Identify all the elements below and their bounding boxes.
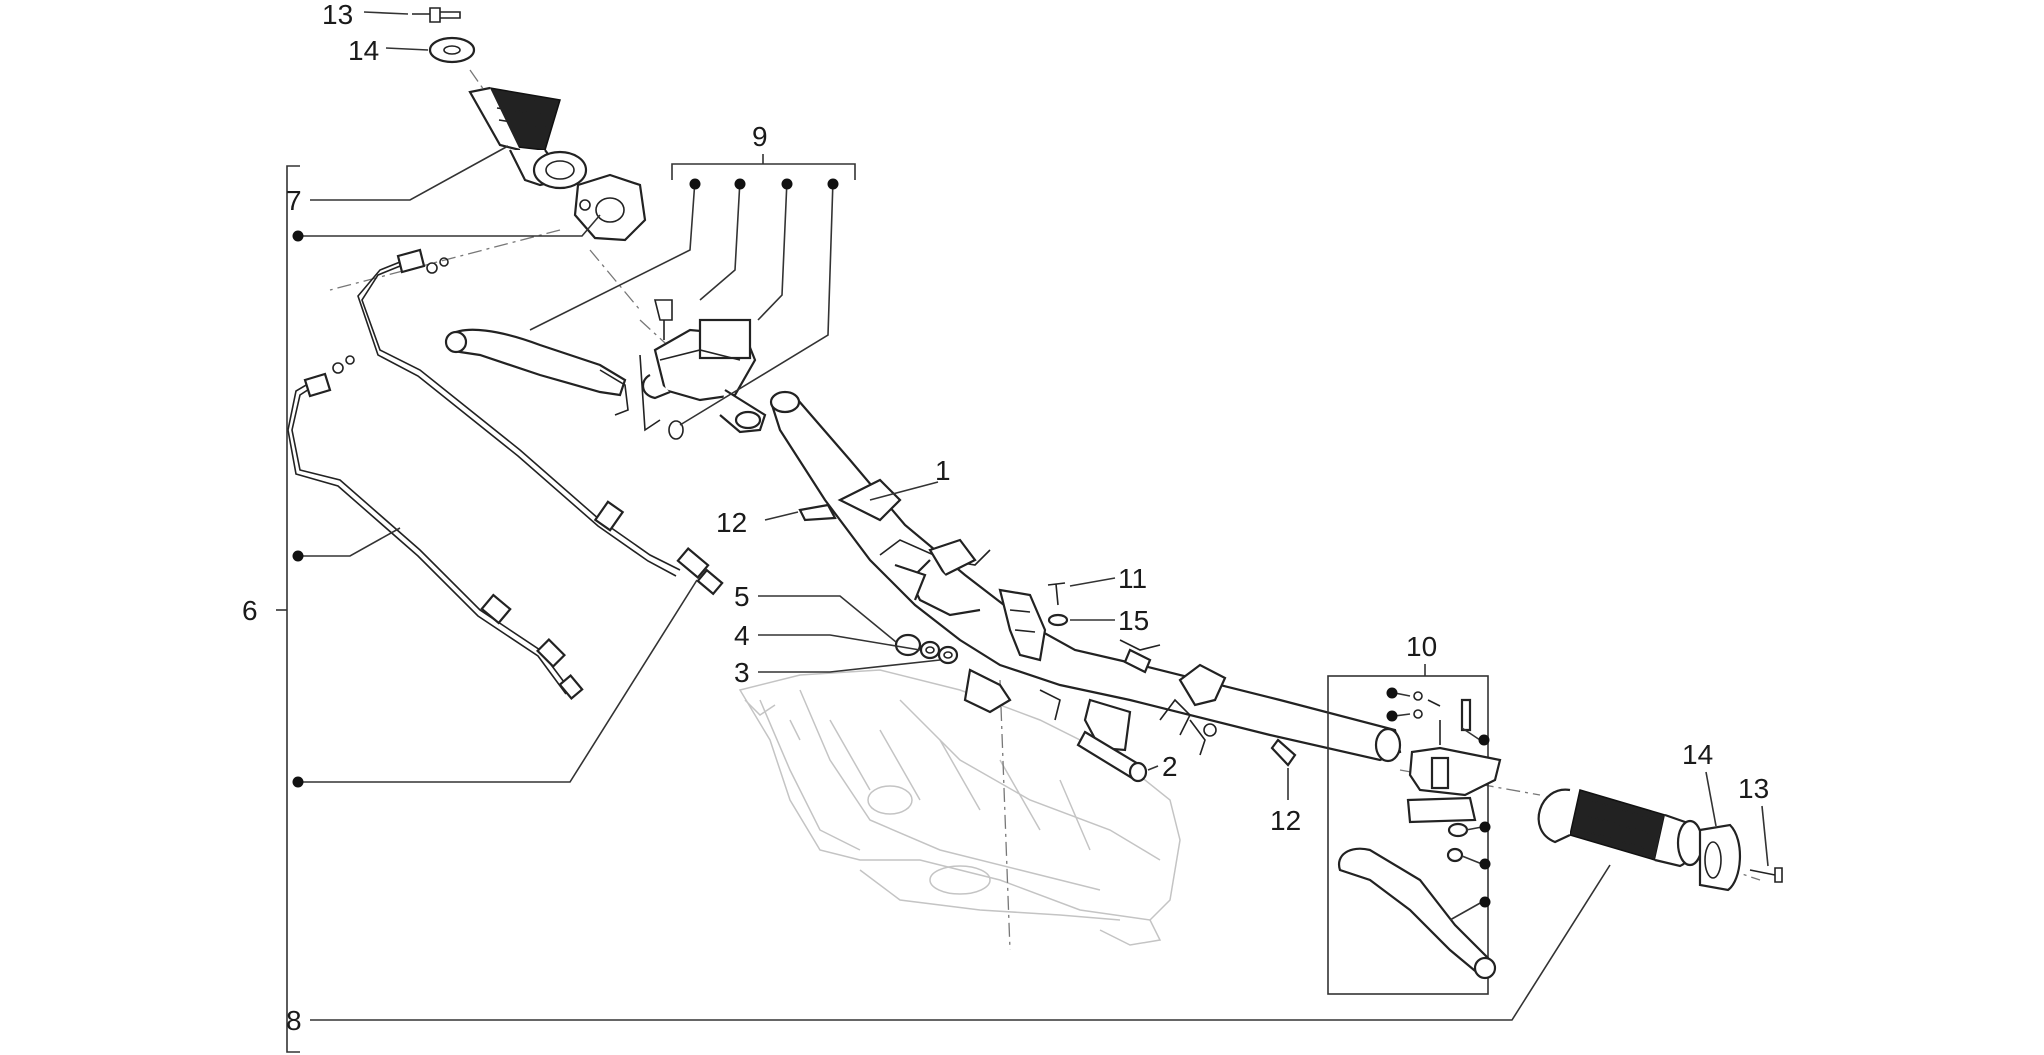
callout-2: 2 <box>1162 751 1178 782</box>
callout-9: 9 <box>752 121 768 152</box>
part-14-end-cap-top <box>428 36 476 64</box>
leader-lines <box>276 11 1769 1053</box>
part-12-clip-upper <box>798 503 837 522</box>
callout-3: 3 <box>734 657 750 688</box>
part-5-bushing <box>894 633 922 657</box>
part-2-pin <box>1076 730 1148 783</box>
callout-4: 4 <box>734 620 750 651</box>
callout-10: 10 <box>1406 631 1437 662</box>
part-13-screw-right <box>1749 867 1783 883</box>
part-9-master-cylinder-left <box>444 299 767 440</box>
part-4-washer <box>919 640 941 660</box>
part-14-end-cap-right <box>1698 823 1742 892</box>
callout-6: 6 <box>242 595 258 626</box>
throttle-housing <box>573 173 647 242</box>
callout-labels: 13 14 7 6 8 9 1 12 5 4 3 11 15 2 12 10 1… <box>242 0 1769 1036</box>
callout-14-top: 14 <box>348 35 379 66</box>
part-1-handlebar <box>769 390 1402 763</box>
part-10-right-lever-group <box>1327 675 1502 995</box>
callout-5: 5 <box>734 581 750 612</box>
callout-1: 1 <box>935 455 951 486</box>
part-3-washer <box>937 645 959 665</box>
callout-13-top: 13 <box>322 0 353 30</box>
callout-11: 11 <box>1118 563 1147 594</box>
callout-13-right: 13 <box>1738 773 1769 804</box>
callout-15: 15 <box>1118 605 1149 636</box>
throttle-cable-b <box>287 355 584 700</box>
right-grip <box>1537 788 1704 868</box>
callout-8: 8 <box>286 1005 302 1036</box>
callout-7: 7 <box>286 185 302 216</box>
callout-12-lower: 12 <box>1270 805 1301 836</box>
part-13-screw-top <box>412 7 461 23</box>
callout-14-right: 14 <box>1682 739 1713 770</box>
part-7-throttle-grip <box>468 86 588 190</box>
callout-12-upper: 12 <box>716 507 747 538</box>
throttle-cable-a <box>357 248 724 596</box>
headset-cover-ghost <box>738 669 1181 946</box>
part-15-washer <box>1047 613 1069 627</box>
part-11-screw <box>1047 582 1066 606</box>
part-12-clip-lower <box>1270 738 1297 767</box>
part-bullets <box>292 178 1491 908</box>
